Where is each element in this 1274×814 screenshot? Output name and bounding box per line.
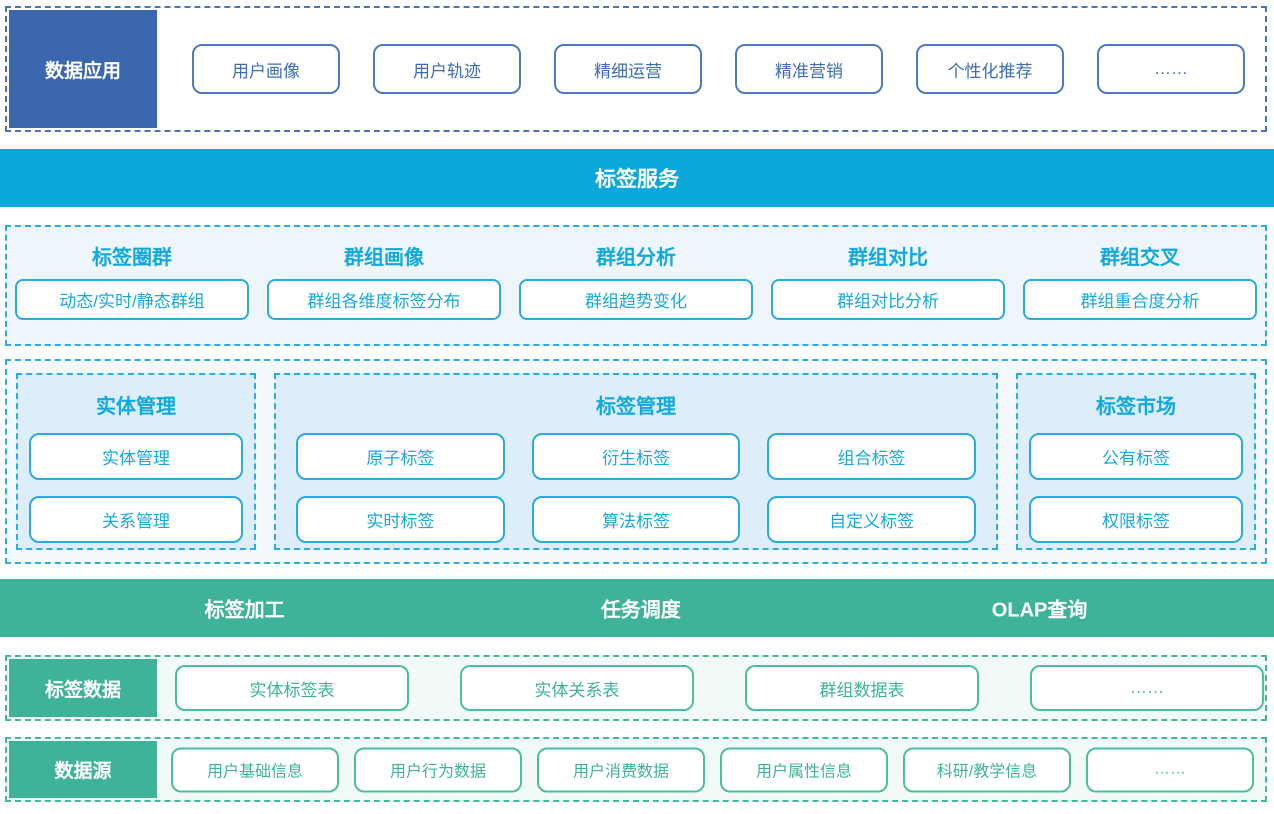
group-col-circle: 标签圈群 动态/实时/静态群组 xyxy=(15,237,249,344)
group-col-item: 群组各维度标签分布 xyxy=(267,279,501,320)
group-col-item: 群组对比分析 xyxy=(771,279,1005,320)
tag-item-combined: 组合标签 xyxy=(767,433,976,480)
tagdata-item-entity-tag-table: 实体标签表 xyxy=(175,665,409,711)
market-items: 公有标签 权限标签 xyxy=(1029,433,1243,543)
tag-data-items: 实体标签表 实体关系表 群组数据表 …… xyxy=(175,665,1264,711)
group-col-title: 标签圈群 xyxy=(92,246,172,269)
panel-title: 标签管理 xyxy=(596,395,676,418)
process-label-task-scheduling: 任务调度 xyxy=(600,599,681,622)
process-label-olap-query: OLAP查询 xyxy=(991,599,1088,622)
source-item-ellipsis: …… xyxy=(1086,747,1254,792)
entity-management-panel: 实体管理 实体管理 关系管理 xyxy=(16,373,256,550)
process-label-tag-processing: 标签加工 xyxy=(204,599,285,622)
tag-item-algorithm: 算法标签 xyxy=(531,496,741,543)
tag-item-atomic: 原子标签 xyxy=(296,433,505,480)
tag-items: 原子标签 衍生标签 组合标签 实时标签 算法标签 自定义标签 xyxy=(287,433,985,543)
panel-title: 标签市场 xyxy=(1096,395,1176,418)
app-item-user-track: 用户轨迹 xyxy=(373,44,521,94)
group-col-title: 群组分析 xyxy=(596,246,676,269)
entity-items: 实体管理 关系管理 xyxy=(29,433,243,543)
tag-service-banner: 标签服务 xyxy=(0,149,1274,207)
market-item-permission: 权限标签 xyxy=(1029,496,1243,543)
tag-market-panel: 标签市场 公有标签 权限标签 xyxy=(1016,373,1256,550)
group-col-analysis: 群组分析 群组趋势变化 xyxy=(519,237,753,344)
group-col-portrait: 群组画像 群组各维度标签分布 xyxy=(267,237,501,344)
source-item-user-basic-info: 用户基础信息 xyxy=(171,747,339,792)
group-col-item: 群组趋势变化 xyxy=(519,279,753,320)
tag-item-realtime: 实时标签 xyxy=(296,496,505,543)
source-item-research-teaching-info: 科研/教学信息 xyxy=(903,747,1071,792)
group-col-title: 群组对比 xyxy=(848,246,928,269)
market-item-public: 公有标签 xyxy=(1029,433,1243,480)
tagdata-item-ellipsis: …… xyxy=(1030,665,1264,711)
entity-item-entity: 实体管理 xyxy=(29,433,243,480)
app-item-user-profile: 用户画像 xyxy=(192,44,340,94)
data-source-items: 用户基础信息 用户行为数据 用户消费数据 用户属性信息 科研/教学信息 …… xyxy=(171,747,1254,792)
tag-data-row: 标签数据 实体标签表 实体关系表 群组数据表 …… xyxy=(5,655,1267,721)
app-item-precision-marketing: 精准营销 xyxy=(735,44,883,94)
group-col-item: 群组重合度分析 xyxy=(1023,279,1257,320)
app-item-ellipsis: …… xyxy=(1097,44,1245,94)
data-source-label: 数据源 xyxy=(9,741,157,798)
tag-data-label: 标签数据 xyxy=(9,659,157,717)
management-section: 实体管理 实体管理 关系管理 标签管理 原子标签 衍生标签 组合标签 实时标签 … xyxy=(5,359,1267,564)
group-col-compare: 群组对比 群组对比分析 xyxy=(771,237,1005,344)
tag-item-custom: 自定义标签 xyxy=(767,496,976,543)
group-col-cross: 群组交叉 群组重合度分析 xyxy=(1023,237,1257,344)
panel-title: 实体管理 xyxy=(96,395,176,418)
entity-item-relation: 关系管理 xyxy=(29,496,243,543)
group-col-item: 动态/实时/静态群组 xyxy=(15,279,249,320)
data-application-items: 用户画像 用户轨迹 精细运营 精准营销 个性化推荐 …… xyxy=(192,44,1245,94)
tagdata-item-group-data-table: 群组数据表 xyxy=(745,665,979,711)
tag-item-derived: 衍生标签 xyxy=(531,433,741,480)
source-item-user-attribute-info: 用户属性信息 xyxy=(720,747,888,792)
group-col-title: 群组画像 xyxy=(344,246,424,269)
group-col-title: 群组交叉 xyxy=(1100,246,1180,269)
data-application-label: 数据应用 xyxy=(9,10,157,128)
app-item-personalized-recommendation: 个性化推荐 xyxy=(916,44,1064,94)
processing-banner: 标签加工 任务调度 OLAP查询 xyxy=(0,579,1274,637)
app-item-refined-operation: 精细运营 xyxy=(554,44,702,94)
source-item-user-consumption-data: 用户消费数据 xyxy=(537,747,705,792)
data-application-row: 数据应用 用户画像 用户轨迹 精细运营 精准营销 个性化推荐 …… xyxy=(5,6,1267,132)
group-feature-section: 标签圈群 动态/实时/静态群组 群组画像 群组各维度标签分布 群组分析 群组趋势… xyxy=(5,225,1267,346)
tag-management-panel: 标签管理 原子标签 衍生标签 组合标签 实时标签 算法标签 自定义标签 xyxy=(274,373,998,550)
data-source-row: 数据源 用户基础信息 用户行为数据 用户消费数据 用户属性信息 科研/教学信息 … xyxy=(5,737,1267,802)
tagdata-item-entity-relation-table: 实体关系表 xyxy=(460,665,694,711)
source-item-user-behavior-data: 用户行为数据 xyxy=(354,747,522,792)
